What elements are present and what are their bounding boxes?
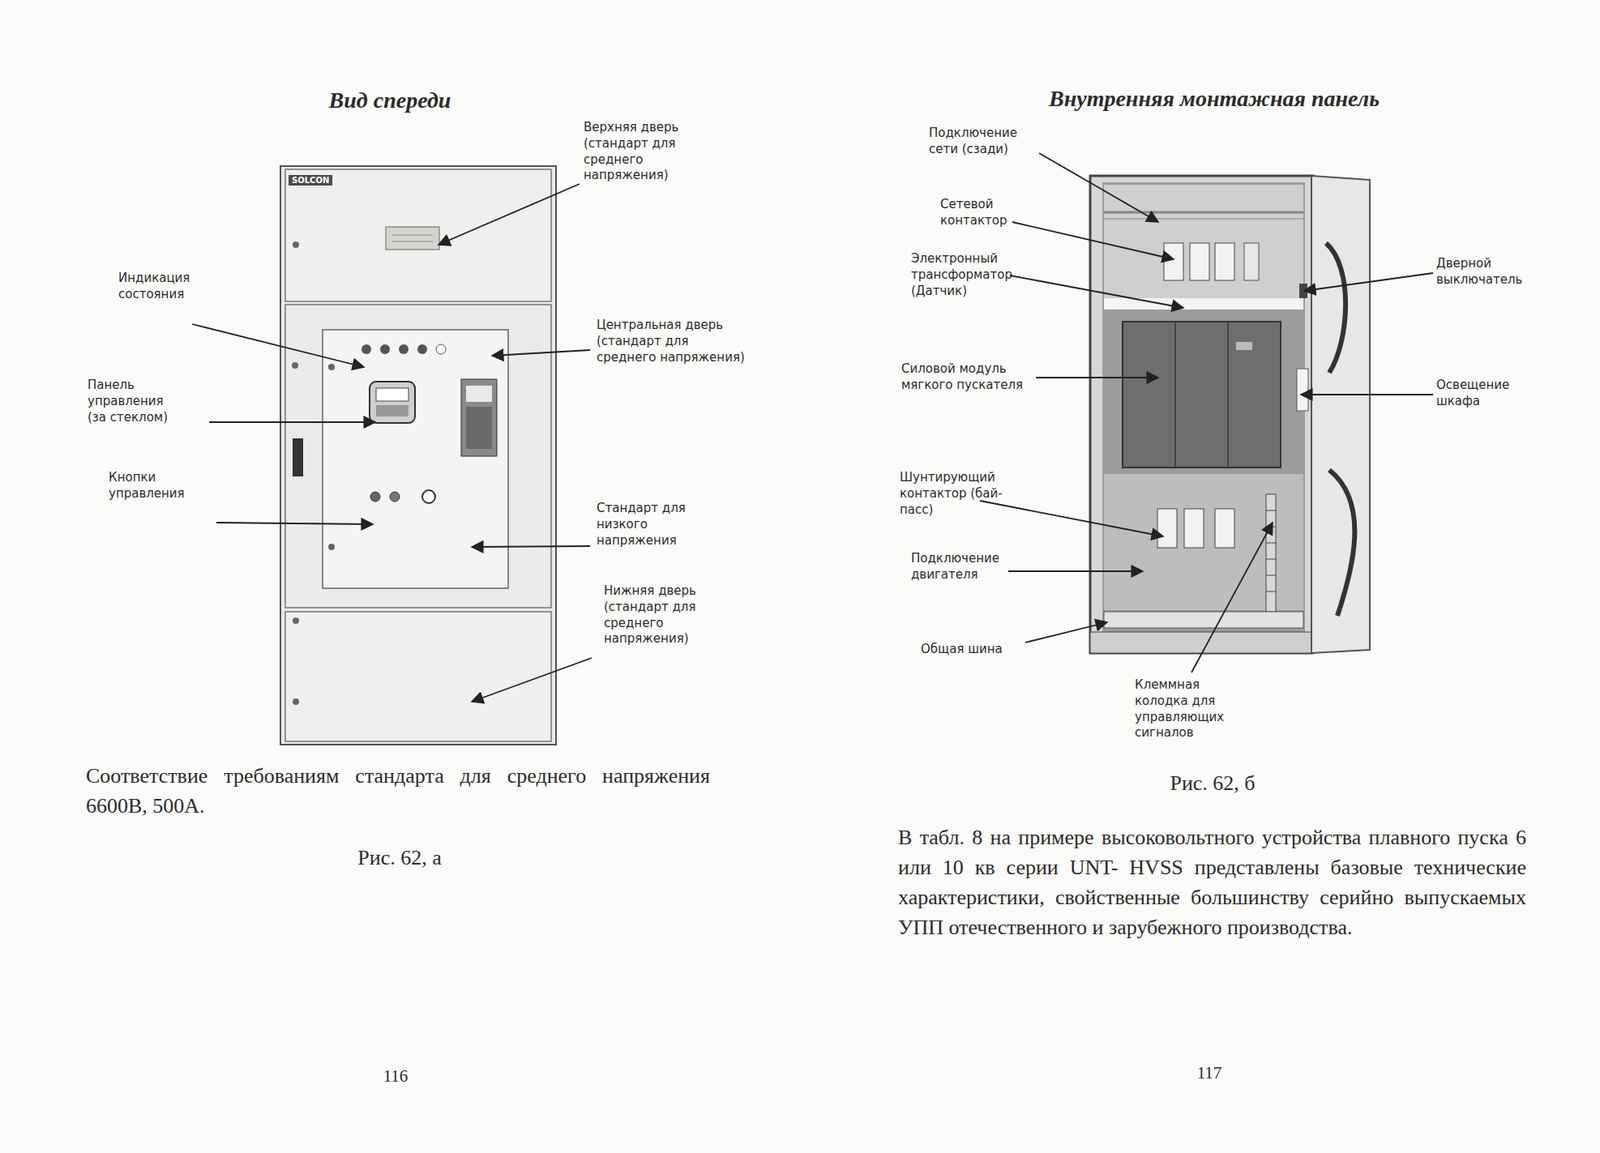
callout-label: Кнопки управления [108,470,200,503]
figure-caption: Рис. 62, б [1131,771,1294,796]
callout-label: Подключение двигателя [911,551,1015,584]
callout-label: Шунтирующий контактор (бай-пасс) [899,470,1004,518]
callout-label: Стандарт для низкого напряжения [596,500,702,549]
callout-label: Дверной выключатель [1436,256,1542,289]
body-paragraph: В табл. 8 на примере высоковольтного уст… [898,823,1527,944]
callout-label: Индикация состояния [118,270,208,304]
page-number: 116 [355,1066,437,1087]
callout-label: Силовой модуль мягкого пускателя [901,361,1032,394]
open-cabinet [1090,175,1370,654]
figure-caption: Рис. 62, а [318,846,481,871]
callout-label: Электронный трансформатор (Датчик) [911,251,1027,300]
callout-label: Сетевой контактор [940,196,1022,230]
callout-label: Центральная дверь (стандарт для среднего… [596,317,747,366]
figure-heading: Вид спереди [268,87,512,114]
brand-logo: SOLCON [288,175,333,186]
callout-label: Клеммная колодка для управляющих сигнало… [1134,677,1242,742]
callout-label: Верхняя дверь (стандарт для среднего нап… [583,119,722,184]
callout-label: Панель управления (за стеклом) [87,377,185,426]
callout-label: Освещение шкафа [1436,377,1542,411]
figure-heading: Внутренняя монтажная панель [1003,85,1425,112]
callout-label: Общая шина [920,641,1019,659]
page-number: 117 [1168,1063,1250,1084]
figure-note: Соответствие требованиям стандарта для с… [85,761,711,822]
front-cabinet [280,166,557,745]
callout-label: Подключение сети (сзади) [928,125,1035,159]
leader-lines [192,153,1434,702]
callout-label: Нижняя дверь (стандарт для среднего напр… [603,583,710,648]
